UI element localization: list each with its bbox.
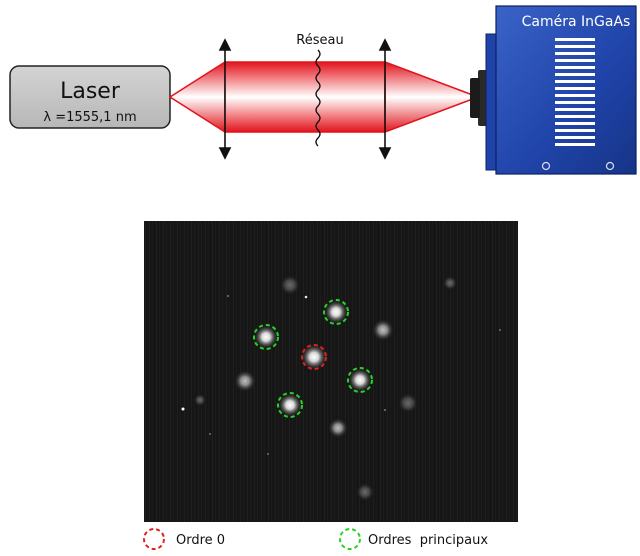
legend-order0-label: Ordre 0: [176, 533, 225, 548]
lens-1: [218, 38, 232, 160]
principal-order-marker: [253, 324, 279, 350]
principal-order-marker: [347, 367, 373, 393]
grating-label: Réseau: [296, 33, 343, 48]
principal-order-marker: [277, 392, 303, 418]
diffraction-image: [144, 221, 518, 522]
principal-order-spot: [278, 393, 302, 417]
legend-principal-label: Ordres principaux: [368, 533, 488, 548]
laser-source: Laser λ =1555,1 nm: [9, 65, 171, 129]
principal-order-spot: [324, 300, 348, 324]
camera-vent-grille: [555, 38, 595, 146]
legend-order0-swatch: [143, 528, 165, 550]
zero-order-spot: [301, 344, 327, 370]
zero-order-marker: [301, 344, 327, 370]
lens-2: [378, 38, 392, 160]
camera-label: Caméra InGaAs: [522, 14, 631, 30]
legend: Ordre 0 Ordres principaux: [143, 528, 488, 550]
principal-order-spot: [254, 325, 278, 349]
laser-wavelength: λ =1555,1 nm: [43, 110, 136, 125]
beam-cone-converging: [384, 60, 481, 134]
beam-cone-diverging: [168, 60, 226, 134]
principal-order-marker: [323, 299, 349, 325]
collimated-beam: [225, 62, 385, 132]
ingaas-camera: Caméra InGaAs: [470, 5, 637, 175]
laser-title: Laser: [60, 79, 121, 104]
principal-order-spot: [348, 368, 372, 392]
legend-principal-swatch: [339, 528, 361, 550]
grating: [315, 49, 321, 147]
